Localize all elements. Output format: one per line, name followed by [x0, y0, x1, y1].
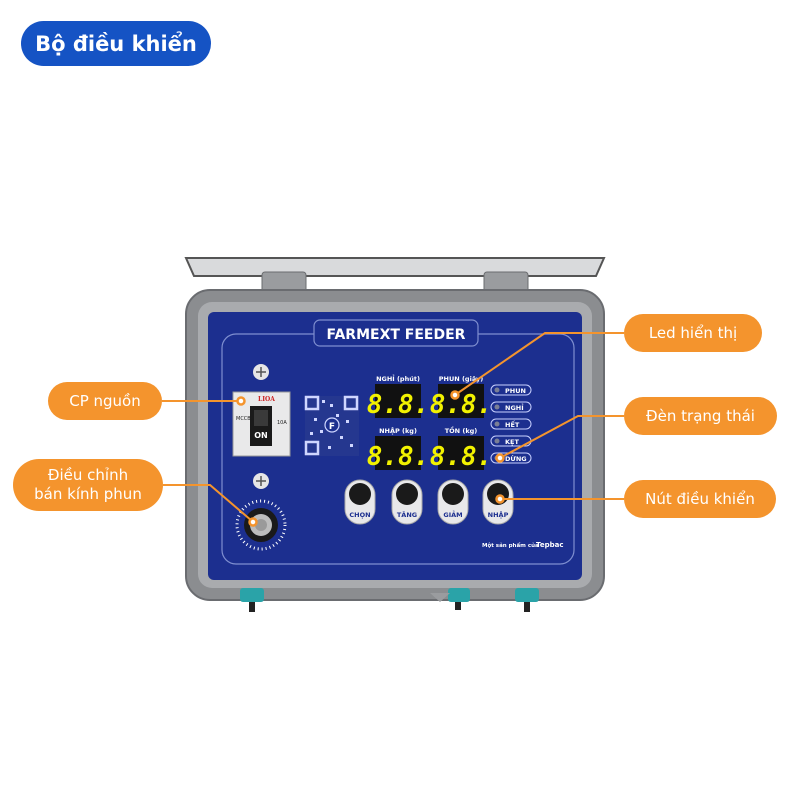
page-title: Bộ điều khiển [21, 21, 211, 66]
svg-text:NHẬP: NHẬP [488, 510, 509, 519]
qr-letter: F [329, 422, 335, 432]
button-tang[interactable]: TĂNG [391, 479, 423, 525]
svg-text:GIẢM: GIẢM [443, 509, 462, 519]
breaker-rating: 10A [277, 420, 287, 426]
breaker-brand: LIOA [258, 396, 275, 403]
svg-text:CHỌN: CHỌN [349, 511, 370, 519]
breaker-state: ON [254, 431, 268, 440]
display-label-rest: NGHỈ (phút) [376, 373, 420, 383]
status-light-het: HẾT [490, 418, 532, 430]
screw-icon [253, 364, 269, 380]
button-giam[interactable]: GIẢM [437, 479, 469, 525]
callout-status-lights: Đèn trạng thái [624, 397, 777, 435]
svg-text:TĂNG: TĂNG [397, 510, 417, 519]
status-light-nghi: NGHỈ [490, 401, 532, 413]
display-spray: 8.8. [430, 390, 493, 420]
display-label-stock: TỒN (kg) [445, 425, 478, 435]
maker-brand: Tepbac [536, 541, 564, 549]
svg-text:PHUN: PHUN [505, 387, 526, 395]
display-input: 8.8. [367, 442, 430, 472]
svg-text:HẾT: HẾT [505, 419, 520, 429]
qr-code: F [304, 395, 359, 456]
screw-icon [253, 473, 269, 489]
status-light-phun: PHUN [490, 384, 532, 396]
button-chon[interactable]: CHỌN [344, 479, 376, 525]
callout-control-buttons: Nút điều khiển [624, 480, 776, 518]
breaker-type: MCCB [236, 416, 251, 422]
callout-power: CP nguồn [48, 382, 162, 420]
display-stock: 8.8. [430, 442, 493, 472]
display-label-input: NHẬP (kg) [379, 426, 417, 435]
svg-text:DỪNG: DỪNG [505, 454, 527, 463]
display-label-spray: PHUN (giây) [439, 375, 483, 383]
brand-label: FARMEXT FEEDER [327, 327, 466, 343]
svg-text:KẸT: KẸT [505, 438, 519, 446]
display-rest: 8.8. [367, 390, 430, 420]
callout-led-display: Led hiển thị [624, 314, 762, 352]
maker-note: Một sản phẩm của [482, 542, 539, 549]
svg-text:NGHỈ: NGHỈ [505, 402, 524, 412]
